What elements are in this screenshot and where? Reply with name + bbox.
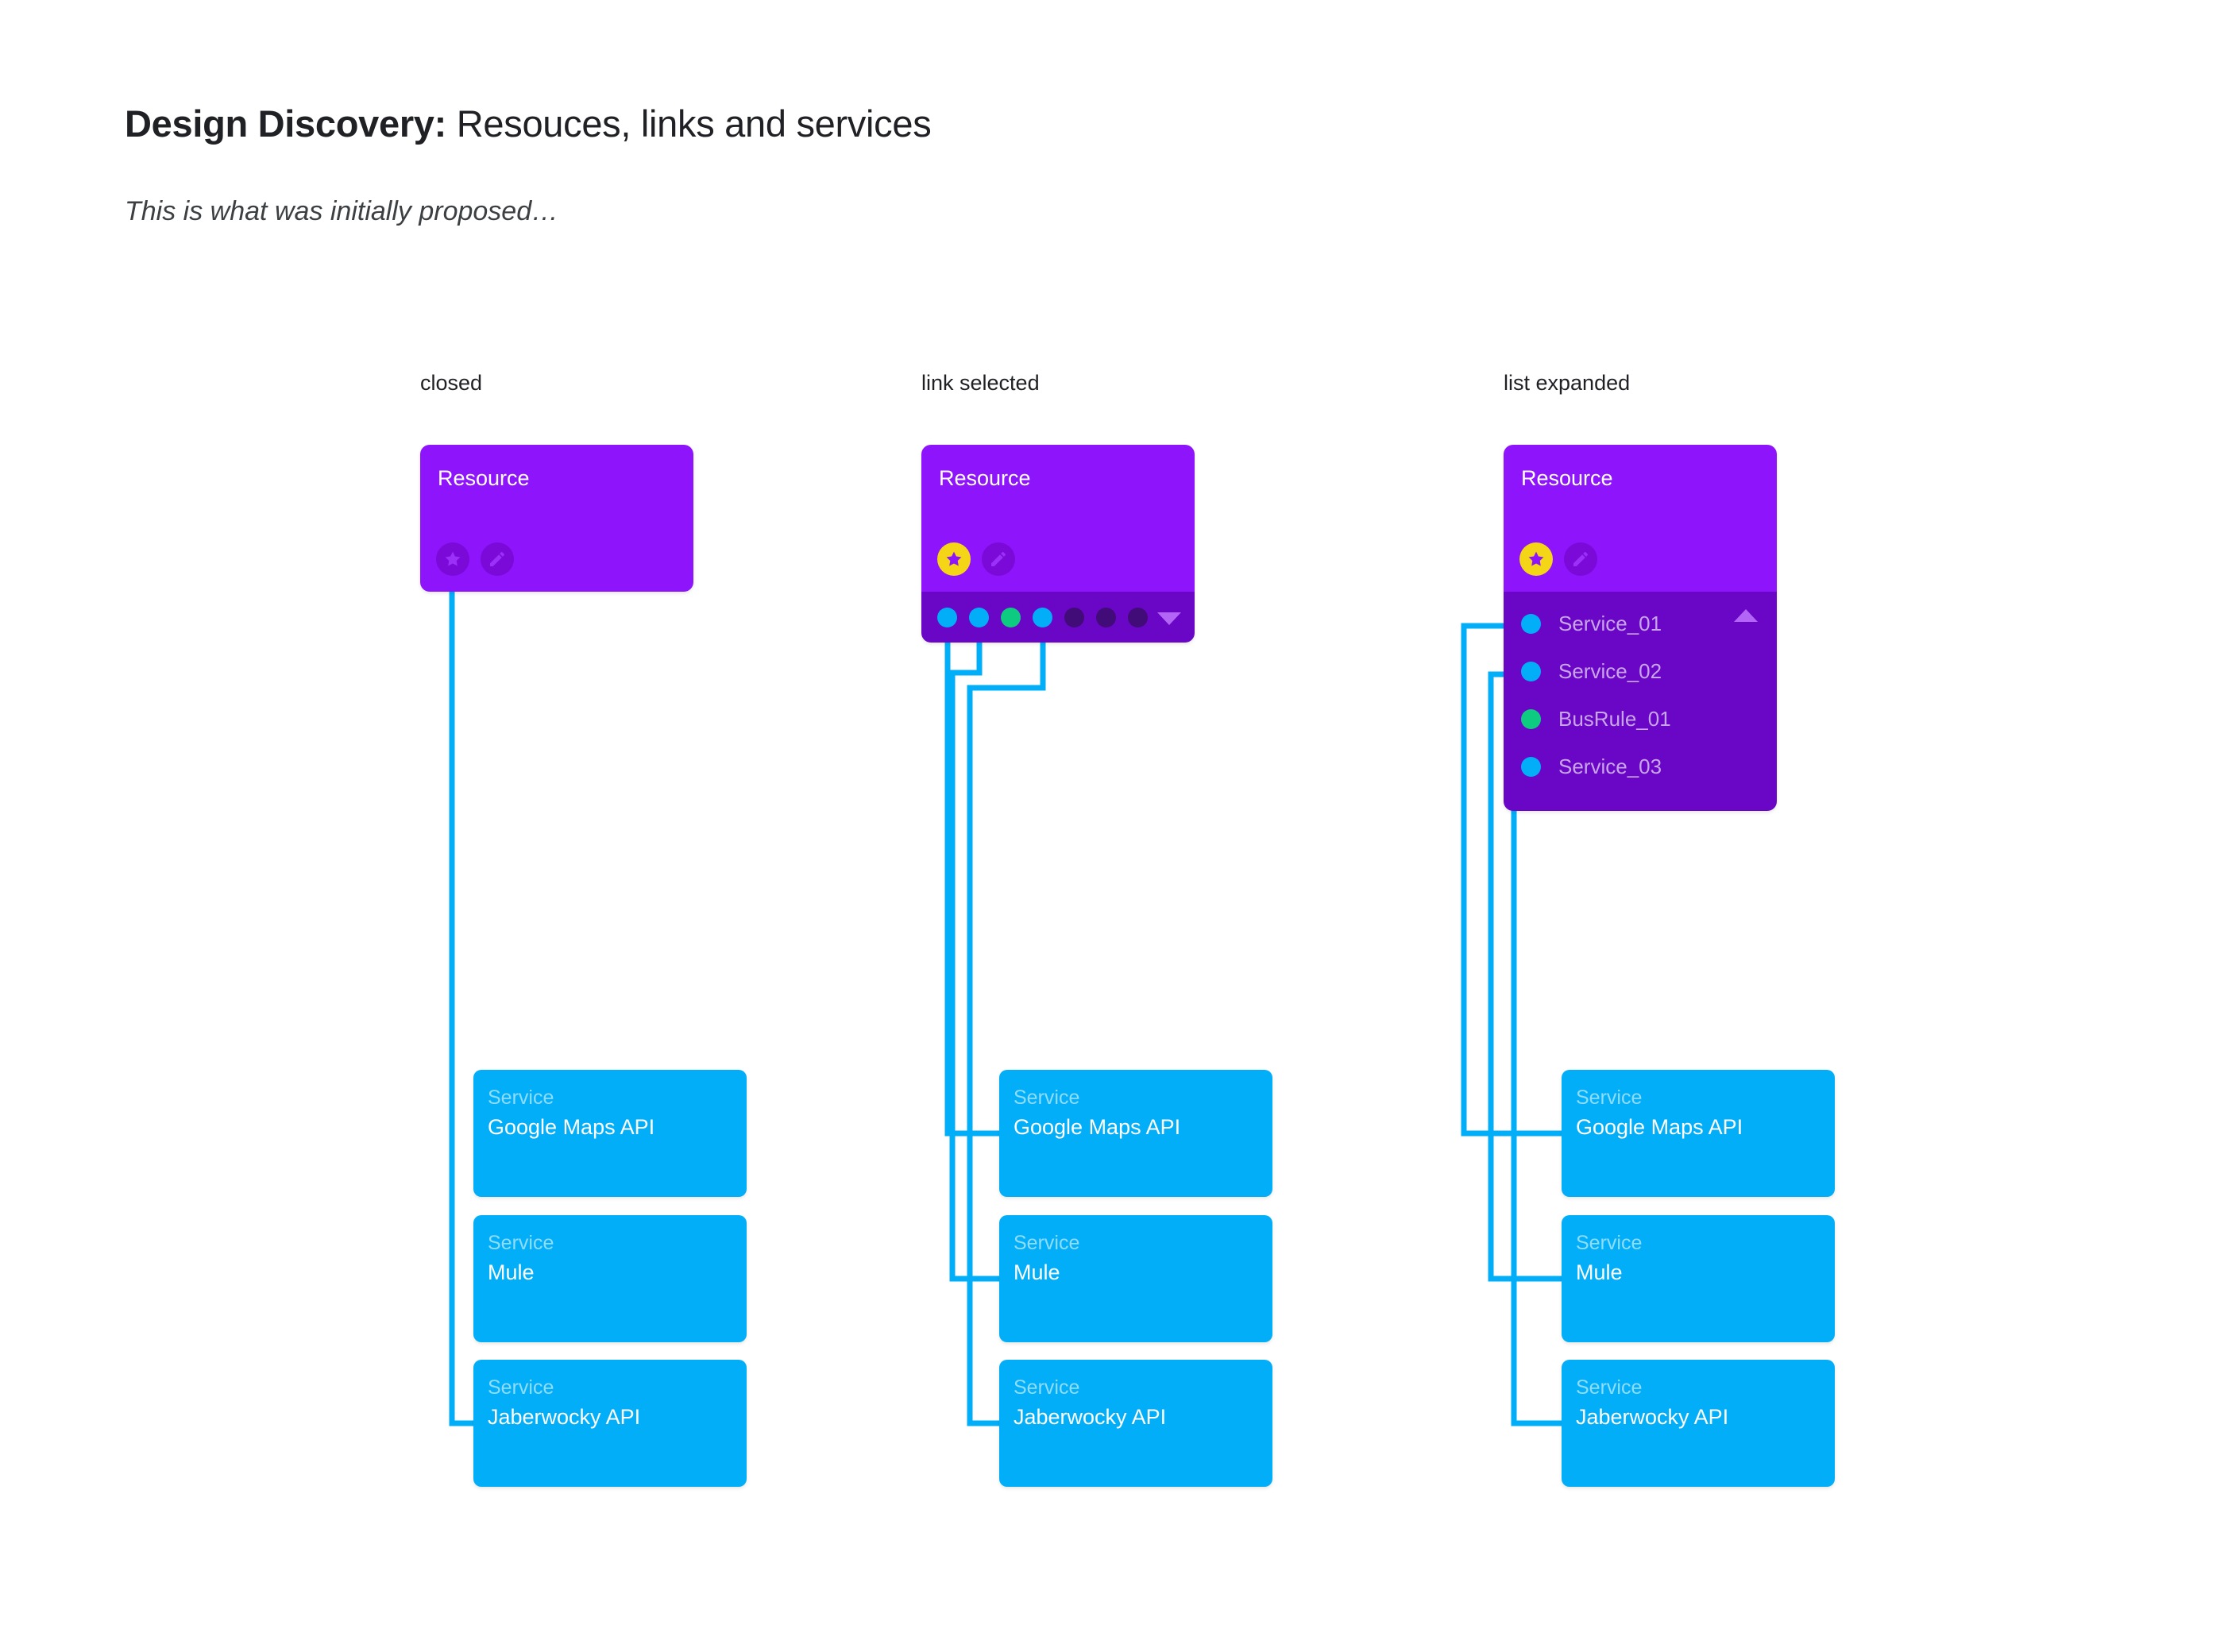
service-card-name: Google Maps API: [488, 1115, 655, 1139]
link-dot-1[interactable]: [937, 608, 957, 627]
link-dot-icon: [1521, 661, 1541, 681]
expanded-service-list: Service_01 Service_02 BusRule_01 Service…: [1504, 592, 1777, 811]
service-card[interactable]: Service Google Maps API: [473, 1070, 747, 1197]
service-card-name: Mule: [488, 1260, 535, 1284]
link-dot-5[interactable]: [1064, 608, 1084, 627]
resource-card-link-selected[interactable]: Resource: [921, 445, 1195, 643]
service-card-kind: Service: [1576, 1376, 1643, 1399]
service-card-name: Jaberwocky API: [488, 1405, 641, 1429]
star-button[interactable]: [1519, 542, 1553, 576]
service-card-kind: Service: [488, 1376, 554, 1399]
link-dot-6[interactable]: [1096, 608, 1116, 627]
star-button[interactable]: [937, 542, 971, 576]
link-dot-7[interactable]: [1128, 608, 1148, 627]
service-card-name: Jaberwocky API: [1014, 1405, 1167, 1429]
column-caption-link-selected: link selected: [921, 371, 1040, 395]
list-item[interactable]: Service_01: [1504, 600, 1777, 647]
connector-listexpanded-3: [1511, 770, 1562, 1426]
chevron-up-icon[interactable]: [1734, 609, 1758, 622]
resource-card-actions: [436, 542, 514, 576]
service-card-name: Jaberwocky API: [1576, 1405, 1729, 1429]
service-card-kind: Service: [488, 1232, 554, 1254]
connector-closed-1: [449, 592, 473, 1426]
column-caption-list-expanded: list expanded: [1504, 371, 1631, 395]
link-dot-3[interactable]: [1001, 608, 1021, 627]
list-item[interactable]: BusRule_01: [1504, 695, 1777, 743]
edit-button[interactable]: [982, 542, 1015, 576]
pencil-icon: [989, 550, 1008, 569]
chevron-down-icon[interactable]: [1157, 612, 1181, 625]
service-card-name: Mule: [1014, 1260, 1060, 1284]
link-dot-4[interactable]: [1033, 608, 1052, 627]
star-icon: [1527, 550, 1546, 569]
service-card[interactable]: Service Google Maps API: [1562, 1070, 1835, 1197]
page-title-rest: Resouces, links and services: [446, 102, 932, 145]
resource-card-actions: [1519, 542, 1597, 576]
link-dot-icon: [1521, 756, 1541, 777]
resource-card-closed[interactable]: Resource: [420, 445, 693, 592]
resource-card-actions: [937, 542, 1015, 576]
column-caption-closed: closed: [420, 371, 483, 395]
service-card[interactable]: Service Jaberwocky API: [1562, 1360, 1835, 1487]
list-item[interactable]: Service_03: [1504, 743, 1777, 790]
service-card-kind: Service: [1014, 1087, 1080, 1109]
list-item[interactable]: Service_02: [1504, 647, 1777, 695]
page-title: Design Discovery: Resouces, links and se…: [125, 102, 932, 146]
service-card[interactable]: Service Mule: [1562, 1215, 1835, 1342]
service-card-kind: Service: [1576, 1087, 1643, 1109]
service-card[interactable]: Service Jaberwocky API: [473, 1360, 747, 1487]
service-card-name: Mule: [1576, 1260, 1623, 1284]
connector-linkselected-2: [949, 627, 999, 1282]
service-card-kind: Service: [1576, 1232, 1643, 1254]
page-title-strong: Design Discovery:: [125, 102, 447, 145]
resource-card-list-expanded[interactable]: Resource Service_01 Service_02: [1504, 445, 1777, 811]
service-card[interactable]: Service Google Maps API: [999, 1070, 1272, 1197]
resource-card-title: Resource: [1521, 466, 1613, 490]
list-item-label: Service_03: [1558, 755, 1662, 778]
service-card-kind: Service: [1014, 1232, 1080, 1254]
service-card-name: Google Maps API: [1014, 1115, 1181, 1139]
service-card-name: Google Maps API: [1576, 1115, 1743, 1139]
resource-card-header: Resource: [921, 445, 1195, 592]
service-card[interactable]: Service Mule: [473, 1215, 747, 1342]
resource-card-title: Resource: [939, 466, 1031, 490]
pencil-icon: [488, 550, 507, 569]
service-card-kind: Service: [1014, 1376, 1080, 1399]
service-card[interactable]: Service Jaberwocky API: [999, 1360, 1272, 1487]
pencil-icon: [1571, 550, 1590, 569]
star-icon: [944, 550, 963, 569]
resource-card-header: Resource: [1504, 445, 1777, 592]
page-subtitle: This is what was initially proposed…: [125, 196, 559, 226]
resource-card-header: Resource: [420, 445, 693, 592]
list-item-label: BusRule_01: [1558, 707, 1671, 731]
service-card-kind: Service: [488, 1087, 554, 1109]
connector-linkselected-1: [944, 627, 999, 1137]
link-dot-2[interactable]: [969, 608, 989, 627]
star-button[interactable]: [436, 542, 469, 576]
list-item-label: Service_01: [1558, 612, 1662, 635]
link-dot-strip[interactable]: [921, 592, 1195, 643]
resource-card-title: Resource: [438, 466, 530, 490]
edit-button[interactable]: [481, 542, 514, 576]
busrule-dot-icon: [1521, 708, 1541, 729]
link-dot-icon: [1521, 613, 1541, 634]
edit-button[interactable]: [1564, 542, 1597, 576]
star-icon: [443, 550, 462, 569]
list-item-label: Service_02: [1558, 659, 1662, 683]
service-card[interactable]: Service Mule: [999, 1215, 1272, 1342]
